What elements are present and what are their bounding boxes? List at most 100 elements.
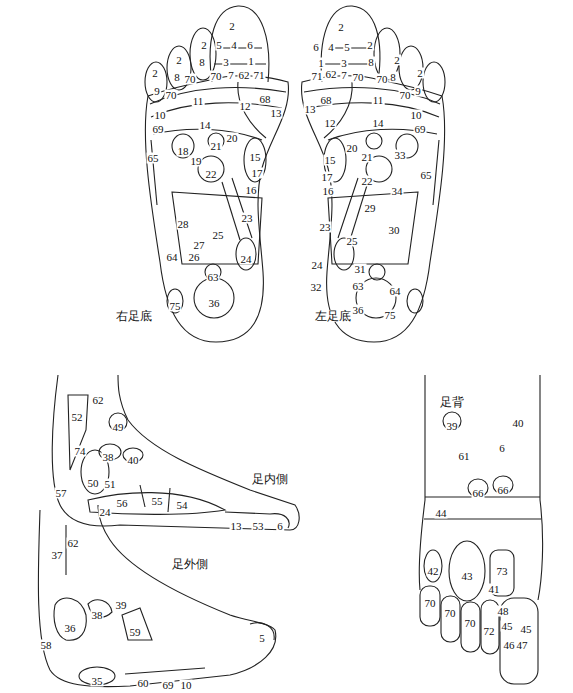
callout-number: 39	[115, 600, 128, 611]
callout-number: 64	[389, 286, 402, 297]
zone	[424, 550, 442, 582]
foot-outline	[38, 505, 275, 687]
zone-line	[424, 518, 541, 519]
callout-number: 23	[241, 213, 254, 224]
callout-number: 6	[312, 42, 320, 53]
outer-side-foot	[38, 505, 275, 687]
callout-number: 68	[320, 95, 333, 106]
callout-number: 10	[410, 110, 423, 121]
callout-number: 23	[319, 222, 332, 233]
callout-number: 36	[352, 305, 365, 316]
callout-number: 5	[258, 633, 266, 644]
callout-number: 13	[270, 108, 283, 119]
zone	[68, 395, 88, 470]
callout-number: 8	[173, 72, 181, 83]
callout-number: 26	[188, 252, 201, 263]
callout-number: 70	[464, 618, 477, 629]
callout-number: 6	[276, 521, 284, 532]
callout-number: 5	[343, 42, 351, 53]
zone	[54, 598, 86, 640]
foot-outline	[419, 375, 425, 590]
callout-number: 63	[352, 281, 365, 292]
callout-number: 62	[325, 69, 338, 80]
toe	[420, 586, 440, 626]
callout-number: 2	[393, 55, 401, 66]
callout-number: 45	[520, 624, 533, 635]
callout-number: 70	[165, 90, 178, 101]
callout-number: 11	[192, 96, 205, 107]
callout-number: 25	[346, 236, 359, 247]
callout-number: 70	[376, 74, 389, 85]
zone	[449, 541, 485, 601]
callout-number: 28	[177, 219, 190, 230]
callout-number: 56	[116, 498, 129, 509]
zone-line	[65, 525, 66, 575]
callout-number: 24	[311, 260, 324, 271]
view-title: 左足底	[314, 310, 352, 322]
callout-number: 69	[152, 124, 165, 135]
callout-number: 12	[239, 101, 252, 112]
callout-number: 2	[337, 22, 345, 33]
callout-number: 50	[87, 478, 100, 489]
callout-number: 6	[498, 443, 506, 454]
callout-number: 4	[230, 40, 238, 51]
callout-number: 37	[51, 550, 64, 561]
callout-number: 7	[227, 70, 235, 81]
callout-number: 52	[71, 412, 84, 423]
callout-number: 7	[340, 70, 348, 81]
callout-number: 63	[207, 272, 220, 283]
view-title: 足外側	[171, 558, 209, 570]
callout-number: 10	[154, 110, 167, 121]
callout-number: 31	[354, 264, 367, 275]
callout-number: 47	[516, 640, 529, 651]
callout-number: 40	[127, 455, 140, 466]
foot-outline	[52, 375, 299, 530]
callout-number: 65	[420, 170, 433, 181]
callout-number: 33	[394, 150, 407, 161]
zone-line	[168, 488, 170, 512]
callout-number: 73	[496, 566, 509, 577]
callout-number: 10	[180, 679, 193, 690]
callout-number: 27	[193, 240, 206, 251]
callout-number: 22	[361, 176, 374, 187]
callout-number: 38	[91, 610, 104, 621]
callout-number: 9	[414, 86, 422, 97]
callout-number: 36	[64, 623, 77, 634]
callout-number: 74	[74, 446, 87, 457]
callout-number: 11	[372, 95, 385, 106]
view-title: 右足底	[115, 310, 153, 322]
callout-number: 34	[391, 186, 404, 197]
callout-number: 6	[246, 40, 254, 51]
callout-number: 2	[200, 40, 208, 51]
callout-number: 16	[245, 185, 258, 196]
callout-number: 9	[153, 86, 161, 97]
callout-number: 21	[361, 152, 374, 163]
callout-number: 20	[226, 133, 239, 144]
callout-number: 75	[169, 301, 182, 312]
callout-number: 32	[310, 282, 323, 293]
callout-number: 20	[346, 143, 359, 154]
callout-number: 36	[208, 298, 221, 309]
callout-number: 71	[253, 70, 266, 81]
callout-number: 1	[247, 56, 255, 67]
callout-number: 62	[92, 395, 105, 406]
callout-number: 8	[389, 72, 397, 83]
callout-number: 62	[238, 70, 251, 81]
foot-outline	[538, 375, 543, 600]
callout-number: 14	[372, 118, 385, 129]
callout-number: 3	[340, 58, 348, 69]
callout-number: 38	[102, 452, 115, 463]
dorsum-foot	[419, 375, 542, 684]
callout-number: 2	[151, 68, 159, 79]
callout-number: 72	[483, 626, 496, 637]
callout-number: 68	[259, 94, 272, 105]
callout-number: 24	[99, 507, 112, 518]
callout-number: 15	[249, 152, 262, 163]
toe	[461, 602, 480, 652]
callout-number: 35	[91, 676, 104, 687]
callout-number: 5	[215, 40, 223, 51]
view-title: 足内側	[251, 473, 289, 485]
zone	[122, 608, 152, 640]
zone-line	[125, 668, 205, 674]
callout-number: 4	[327, 42, 335, 53]
